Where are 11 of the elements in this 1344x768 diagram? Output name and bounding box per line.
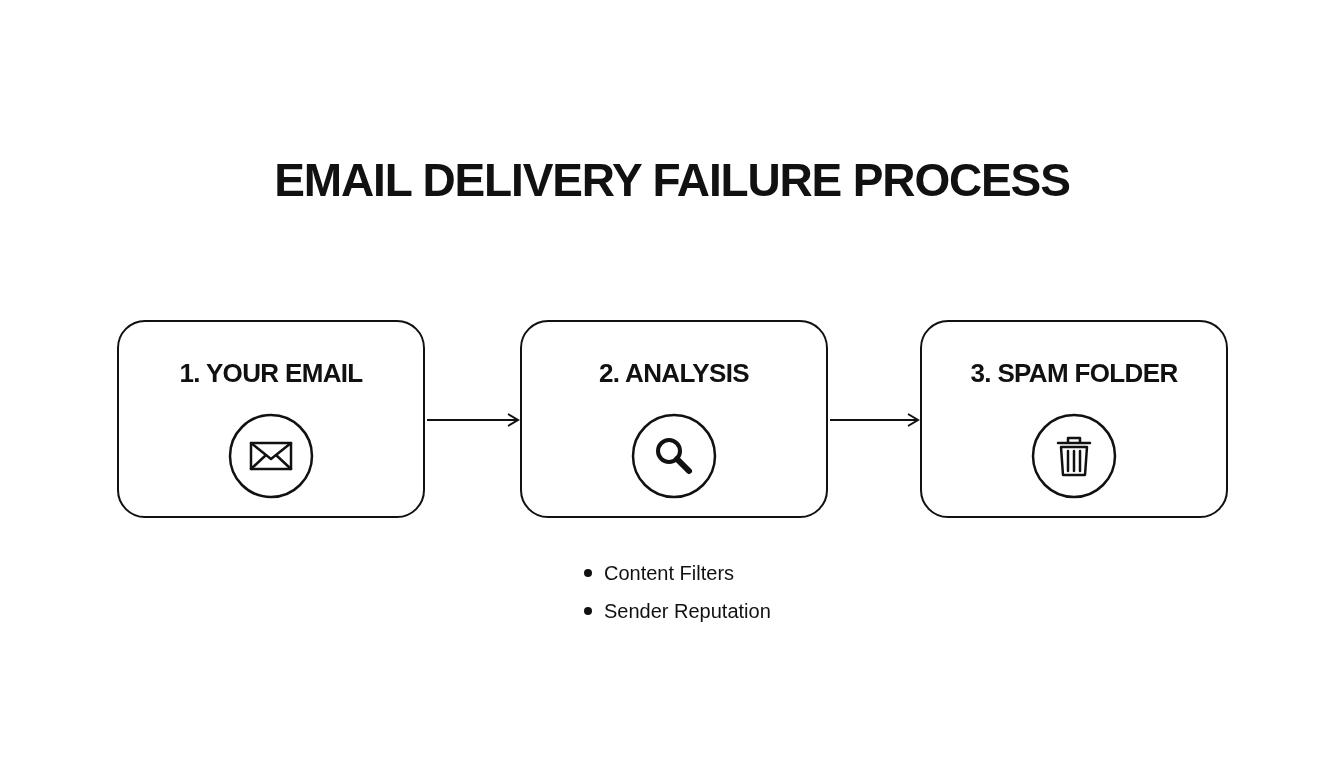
step-label: 3. SPAM FOLDER <box>970 357 1178 390</box>
title: EMAIL DELIVERY FAILURE PROCESS <box>274 153 1070 208</box>
arrow <box>829 413 919 427</box>
step-box <box>520 320 828 518</box>
step-label: 1. YOUR EMAIL <box>179 357 363 390</box>
bullet-text: Content Filters <box>604 561 735 586</box>
step-box <box>117 320 425 518</box>
step-box <box>920 320 1228 518</box>
arrow <box>426 413 519 427</box>
bullet-text: Sender Reputation <box>604 599 771 624</box>
step-label: 2. ANALYSIS <box>599 357 749 390</box>
